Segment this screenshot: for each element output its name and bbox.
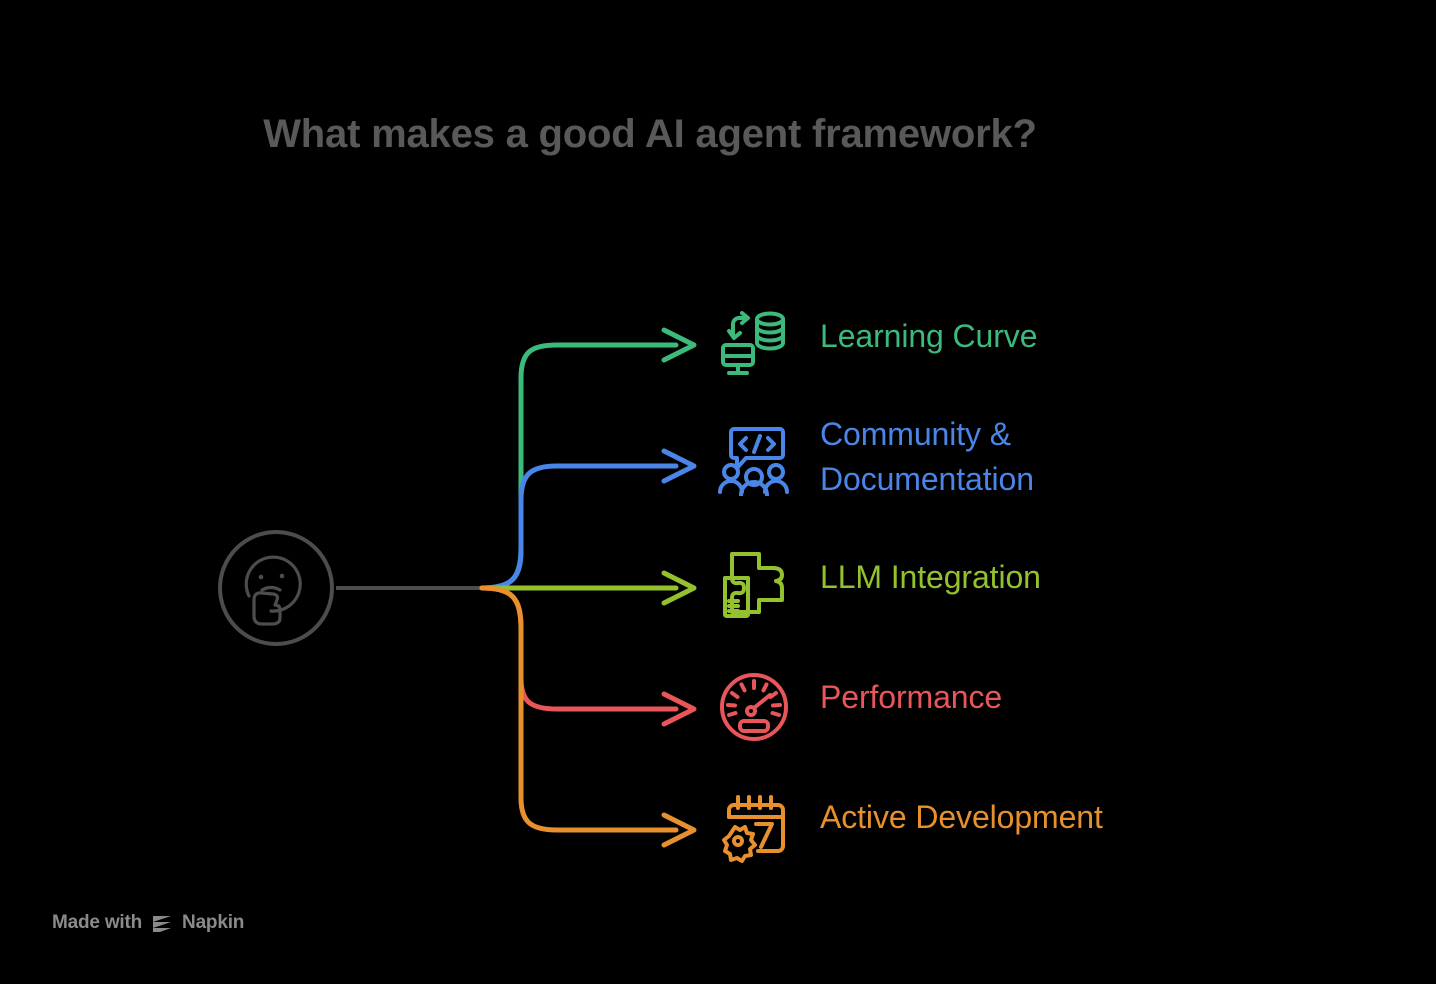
connector-community-documentation bbox=[479, 448, 697, 591]
arrowhead-community-documentation bbox=[661, 448, 697, 484]
arrowhead-learning-curve bbox=[661, 327, 697, 363]
connector-performance bbox=[479, 585, 697, 727]
napkin-logo-icon bbox=[153, 916, 172, 932]
watermark-prefix: Made with bbox=[52, 912, 143, 933]
connector-learning-curve bbox=[479, 327, 697, 591]
connector-active-development bbox=[479, 585, 697, 848]
arrowhead-llm-integration bbox=[661, 570, 697, 606]
center-node-circle bbox=[218, 530, 334, 646]
connector-llm-integration bbox=[479, 570, 697, 606]
puzzle-pieces-icon bbox=[723, 552, 784, 618]
branch-label-learning-curve[interactable]: Learning Curve bbox=[820, 318, 1038, 354]
database-monitor-sync-icon bbox=[721, 311, 785, 375]
watermark: Made with Napkin bbox=[52, 912, 244, 934]
speedometer-icon bbox=[720, 673, 788, 741]
arrowhead-performance bbox=[661, 691, 697, 727]
page-title: What makes a good AI agent framework? bbox=[263, 112, 1037, 156]
arrowhead-active-development bbox=[661, 812, 697, 848]
center-node-thinking-face[interactable] bbox=[216, 528, 336, 648]
code-bubble-people-icon bbox=[718, 427, 789, 496]
thinking-face-icon bbox=[244, 555, 302, 626]
branch-label-performance[interactable]: Performance bbox=[820, 679, 1003, 715]
watermark-brand: Napkin bbox=[182, 912, 245, 933]
branch-label-llm-integration[interactable]: LLM Integration bbox=[820, 559, 1041, 595]
calendar-gear-icon bbox=[722, 795, 785, 863]
branch-label-active-development[interactable]: Active Development bbox=[820, 799, 1103, 835]
branch-label-community-documentation[interactable]: Community & Documentation bbox=[820, 416, 1034, 498]
